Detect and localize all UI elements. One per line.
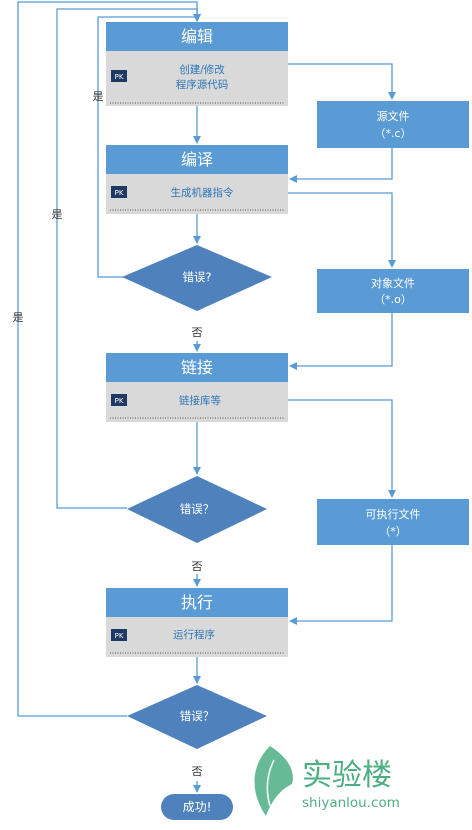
edit-to-source-arrow [288,63,396,100]
source-file-line-2: （*.c） [374,127,411,140]
decision1-no-label: 否 [192,326,203,339]
end-label: 成功! [183,800,212,814]
link-stage-title: 链接 [181,358,213,377]
watermark-url: shiyanlou.com [302,795,400,811]
execute-pk-label: PK [115,632,124,640]
link-stage: 链接 PK 链接库等 [106,353,288,422]
compile-pk-icon [111,186,127,198]
decision-2-label: 错误？ [180,502,215,516]
decision3-yes-loop-arrow [17,1,201,717]
link-pk-icon [111,394,127,406]
compile-to-object-arrow [288,192,396,268]
executable-file-line-1: 可执行文件 [366,507,421,521]
decision2-no-label: 否 [192,560,203,573]
compile-pk-label: PK [115,189,124,197]
decision3-yes-label: 是 [13,311,24,324]
compile-stage-line-1: 生成机器指令 [171,186,234,199]
decision2-yes-label: 是 [52,208,63,221]
source-to-compile-arrow [289,148,393,183]
decision-1-label: 错误? [182,270,211,284]
decision-2: 错误？ [127,476,267,543]
edit-stage: 编辑 PK 创建/修改 程序源代码 [106,22,288,106]
source-file-line-1: 源文件 [377,109,410,123]
edit-pk-icon [111,70,127,82]
execute-stage-title: 执行 [181,593,213,612]
edit-stage-line-2: 程序源代码 [176,78,229,91]
watermark-name: 实验楼 [302,758,392,793]
execute-stage-line-1: 运行程序 [173,628,215,641]
object-file-line-2: （*.o） [374,293,412,306]
edit-stage-line-1: 创建/修改 [179,63,225,76]
edit-stage-title: 编辑 [181,27,213,46]
object-to-link-arrow [289,313,393,370]
decision3-no-label: 否 [192,765,203,778]
executable-file-box: 可执行文件 （*） [317,499,469,545]
source-file-box: 源文件 （*.c） [317,101,469,148]
link-stage-line-1: 链接库等 [179,394,221,407]
link-pk-label: PK [115,397,124,405]
executable-to-execute-arrow [289,545,393,625]
decision-3: 错误？ [127,685,267,749]
edit-pk-label: PK [115,73,124,81]
decision-3-label: 错误？ [180,709,215,723]
object-file-line-1: 对象文件 [371,276,415,290]
execute-pk-icon [111,629,127,641]
executable-file-line-2: （*） [379,525,407,538]
compile-stage: 编译 PK 生成机器指令 [106,145,288,214]
link-to-executable-arrow [288,399,396,498]
decision-1: 错误? [122,245,272,311]
watermark-leaf-icon [254,746,293,816]
object-file-box: 对象文件 （*.o） [317,269,469,313]
decision1-yes-label: 是 [93,90,104,103]
watermark: 实验楼 shiyanlou.com [254,746,400,816]
end-node: 成功! [161,794,233,820]
compile-stage-title: 编译 [181,150,213,169]
execute-stage: 执行 PK 运行程序 [106,588,288,657]
